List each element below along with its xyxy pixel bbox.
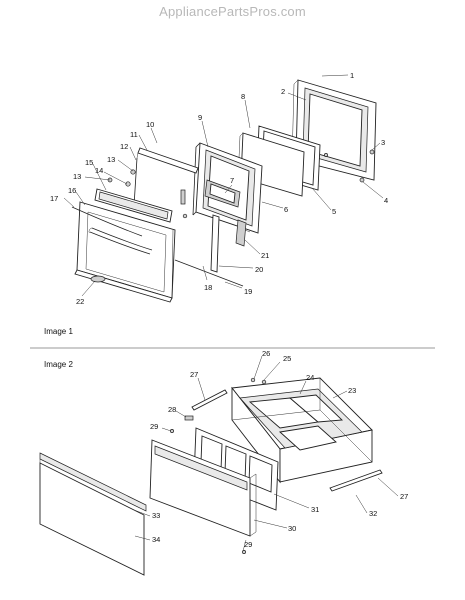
callout-19: 19 [244,287,252,296]
callout-6: 6 [284,205,288,214]
part-30-drawer-panel [149,439,257,537]
part-18-19-bottom-trim [174,259,244,287]
callout-4: 4 [384,196,388,205]
callout-16: 16 [68,186,76,195]
caption-image-2: Image 2 [44,360,73,369]
callout-20: 20 [255,265,263,274]
callout-33: 33 [152,511,160,520]
callout-29a: 29 [150,422,158,431]
callout-18: 18 [204,283,212,292]
callout-5: 5 [332,207,336,216]
callout-7: 7 [230,176,234,185]
callout-31: 31 [311,505,319,514]
callout-17: 17 [50,194,58,203]
callout-23: 23 [348,386,356,395]
callout-2: 2 [281,87,285,96]
callout-3: 3 [381,138,385,147]
callout-22: 22 [76,297,84,306]
callout-25: 25 [283,354,291,363]
part-15-vent [94,188,173,223]
callout-11: 11 [130,130,138,139]
part-13-14-screws [107,169,188,219]
oven-door-assembly [63,74,384,303]
callout-26: 26 [262,349,270,358]
part-27-rail-right [329,469,383,492]
callout-15: 15 [85,158,93,167]
watermark: AppliancePartsPros.com [159,4,306,19]
callout-28: 28 [168,405,176,414]
callout-21: 21 [261,251,269,260]
callout-9: 9 [198,113,202,122]
part-33-34-front-panel [39,452,147,576]
part-20-21-hinges [210,214,251,273]
callout-13b: 13 [73,172,81,181]
callout-27a: 27 [190,370,198,379]
callout-12: 12 [120,142,128,151]
callout-10: 10 [146,120,154,129]
part-17-handle [71,206,153,255]
part-10-11-vent-channel [136,147,199,174]
callout-29b: 29 [244,540,252,549]
callout-8: 8 [241,92,245,101]
part-28-stop [184,415,194,421]
callout-14: 14 [95,166,103,175]
leader-lines-image-2 [133,355,399,552]
drawer-assembly [39,355,399,576]
callout-34: 34 [152,535,160,544]
caption-image-1: Image 1 [44,327,73,336]
callout-24: 24 [306,373,314,382]
part-7-window-clip [204,179,241,208]
callout-32: 32 [369,509,377,518]
callout-13a: 13 [107,155,115,164]
part-22-cap [90,275,106,283]
callout-27b: 27 [400,492,408,501]
part-27-rail-left [191,389,228,411]
part-12-rod [133,157,138,207]
leader-lines-image-1 [63,74,384,297]
callout-30: 30 [288,524,296,533]
callout-1: 1 [350,71,354,80]
